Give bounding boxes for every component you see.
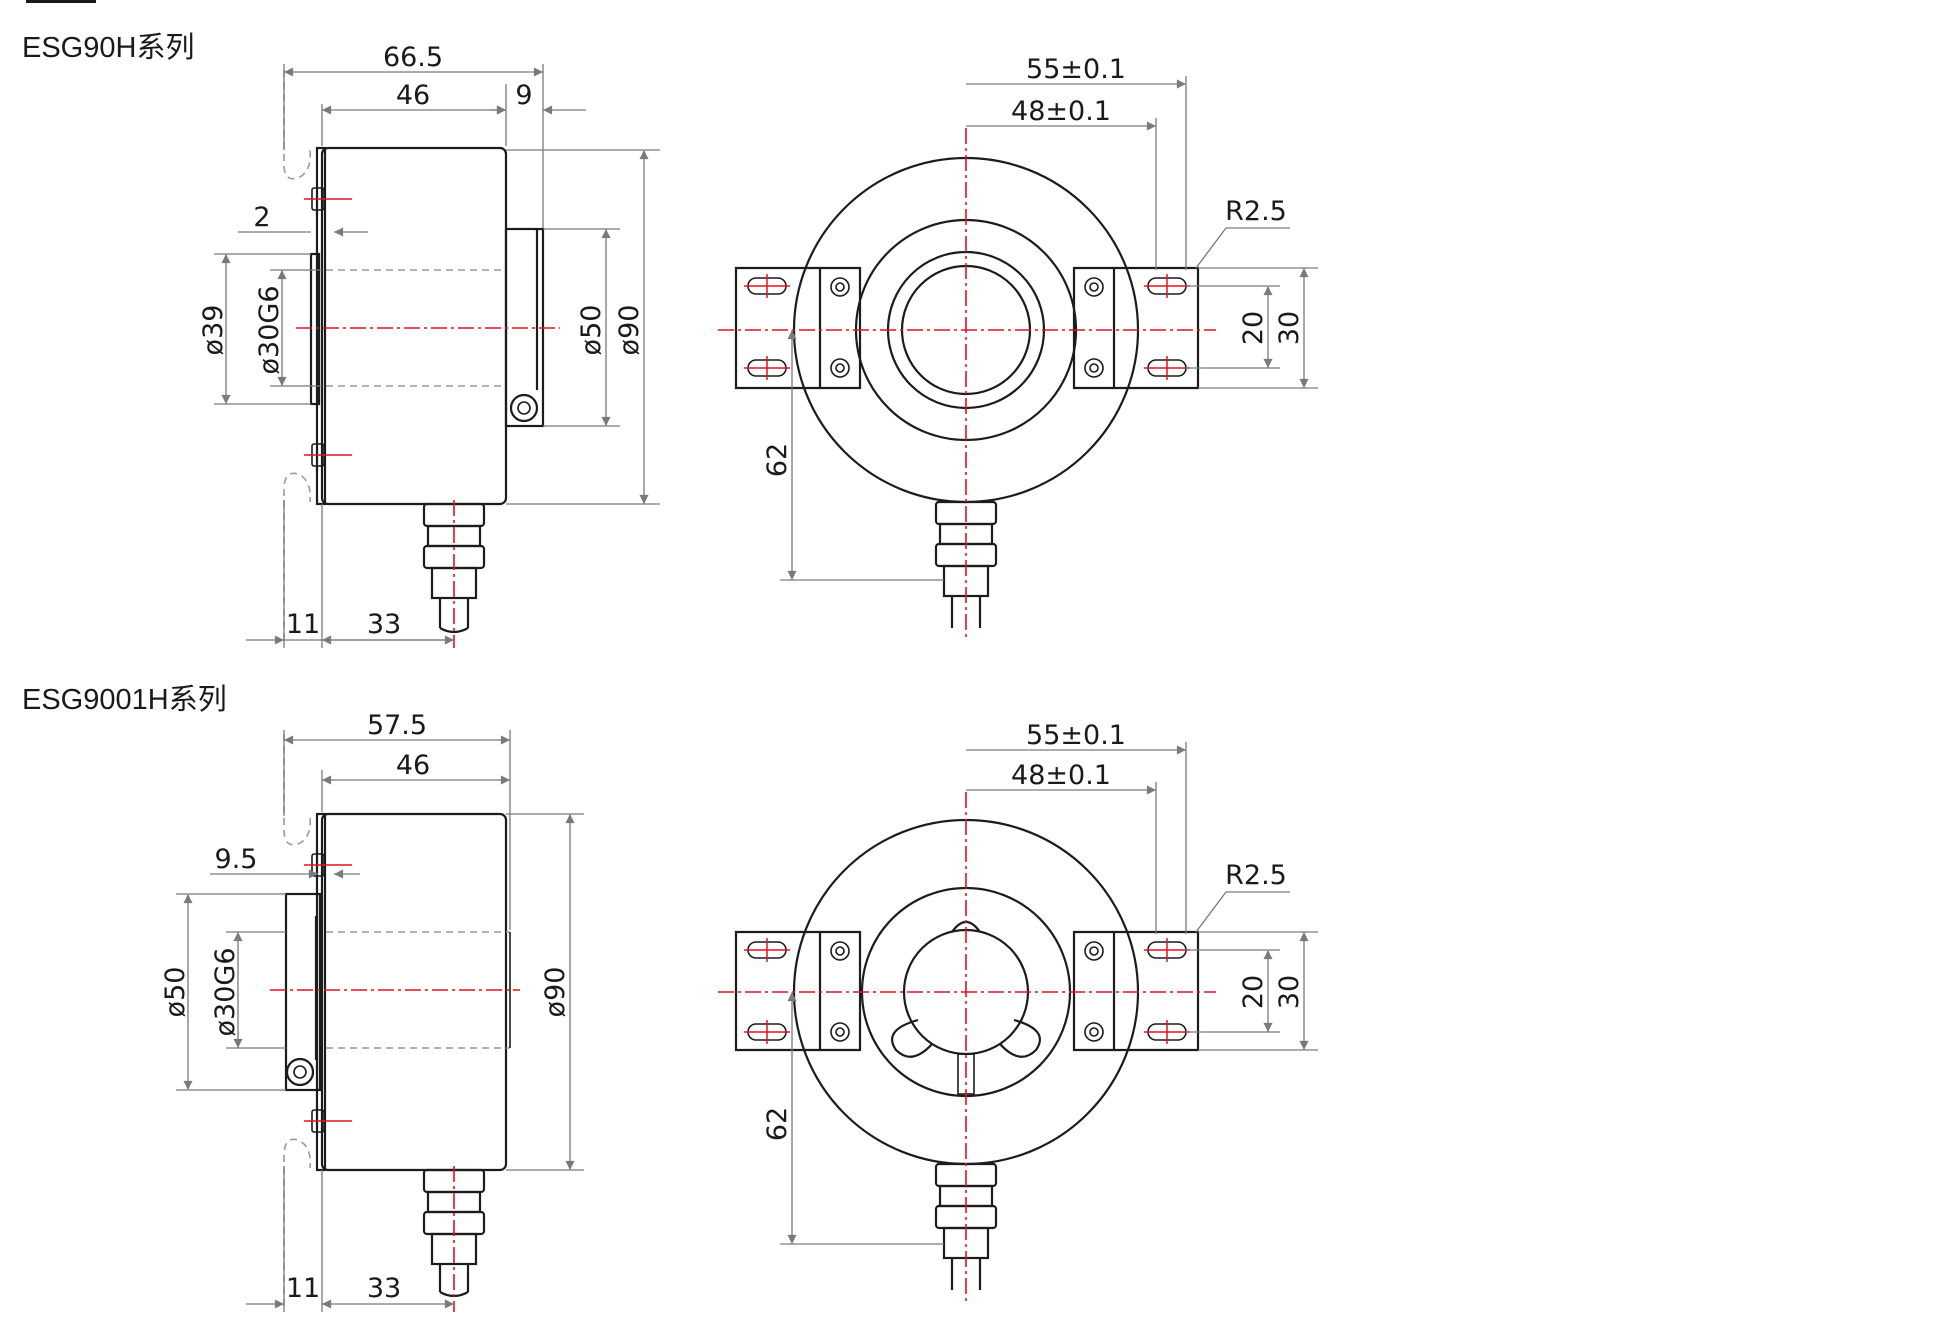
front-view-2 [718,792,1216,1304]
dim-bracket-height: 30 [1274,311,1305,345]
encoder-body [320,146,508,506]
front-dims-1: 55±0.1 48±0.1 R2.5 20 30 62 [762,54,1318,581]
dim-overall-length: 66.5 [383,42,443,73]
dim-flange-gap: 2 [253,202,270,233]
dim-flange-dia: ø39 [198,305,229,356]
flange-plate [315,146,327,506]
section-title-esg90h: ESG90H系列 [22,32,195,64]
front-view-1 [718,128,1216,640]
dim-mount-outer: 55±0.1 [1026,54,1126,85]
dim-radius-2: R2.5 [1225,860,1287,891]
dim-center-height-2: 62 [762,1107,793,1141]
dim-hub-dia: ø50 [576,305,607,356]
dim-flange-gap-2: 9.5 [215,844,258,875]
side-dims-2: 57.5 46 9.5 ø50 ø30G6 ø90 11 33 [160,710,584,1312]
clamp-screw [509,393,539,423]
dim-bottom-b: 33 [367,609,401,640]
top-accent-bar [26,0,96,3]
dim-bottom-a: 11 [286,609,320,640]
front-dims-2: 55±0.1 48±0.1 R2.5 20 30 62 [762,720,1318,1245]
side-view-1 [283,70,560,648]
dim-bracket-height-2: 30 [1274,975,1305,1009]
dim-body-length-2: 46 [396,750,430,781]
dim-body-dia-2: ø90 [540,967,571,1018]
dim-mount-outer-2: 55±0.1 [1026,720,1126,751]
dim-mount-inner-2: 48±0.1 [1011,760,1111,791]
flange-ring [309,252,321,406]
side-view-2 [270,734,520,1312]
clamp-screw-inner [517,401,531,415]
dim-slot-height-2: 20 [1238,975,1269,1009]
section-title-esg9001h: ESG9001H系列 [22,684,227,716]
clamp-screw-2 [285,1057,315,1087]
dim-bottom-a-2: 11 [286,1273,320,1304]
side-dims-1: 66.5 46 9 2 ø39 ø30G6 ø50 ø90 11 33 [198,42,660,648]
dim-bore-dia: ø30G6 [254,286,285,375]
mount-wall-bottom [283,472,312,640]
dim-hub-dia-2: ø50 [160,967,191,1018]
mount-wall-top [283,70,312,180]
dim-overall-length-2: 57.5 [367,710,427,741]
dim-hub-length: 9 [515,80,532,111]
dim-bottom-b-2: 33 [367,1273,401,1304]
encoder-body-2 [320,812,508,1172]
dim-center-height: 62 [762,443,793,477]
dim-mount-inner: 48±0.1 [1011,96,1111,127]
mount-wall-bottom-2 [283,1138,312,1306]
dim-slot-height: 20 [1238,311,1269,345]
hub-clamp-2 [284,892,322,1092]
hub-lobe-left [891,1018,933,1058]
dim-radius: R2.5 [1225,196,1287,227]
dim-body-length: 46 [396,80,430,111]
dim-body-dia: ø90 [614,305,645,356]
dim-bore-dia-2: ø30G6 [210,948,241,1037]
clamp-screw-inner-2 [293,1065,307,1079]
hub-lobe-right [999,1018,1041,1058]
mount-wall-top-2 [283,734,312,846]
